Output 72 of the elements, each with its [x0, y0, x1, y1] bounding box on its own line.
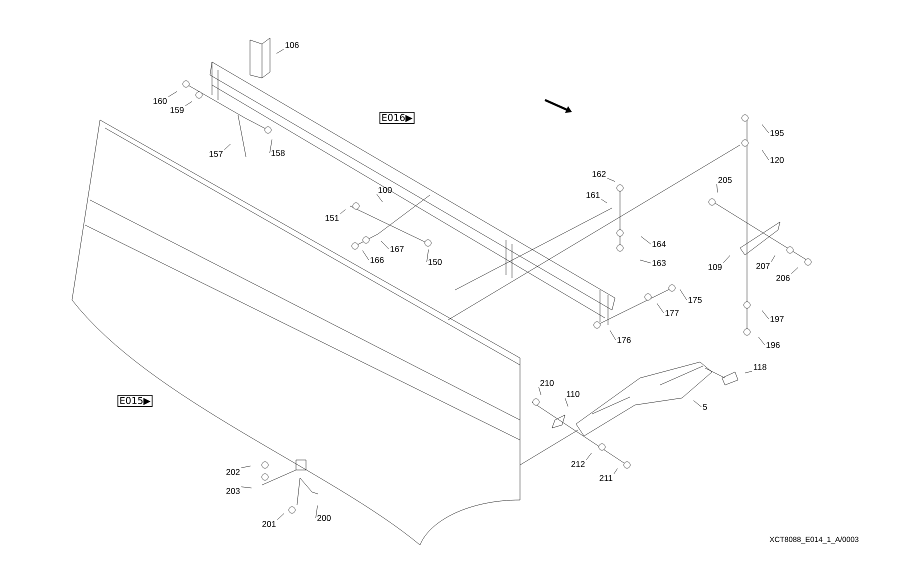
leader-line — [601, 199, 608, 204]
leader-line — [224, 144, 231, 150]
leader-line — [762, 124, 769, 134]
callout-number: 196 — [766, 342, 780, 348]
leader-line — [241, 466, 251, 468]
callout-number: 197 — [770, 316, 784, 322]
leader-line — [380, 240, 389, 250]
leader-line — [716, 184, 718, 193]
callout-number: 158 — [272, 150, 285, 156]
leader-line — [276, 48, 284, 54]
leader-line — [586, 452, 592, 460]
callout-number: 203 — [226, 488, 240, 494]
callout-number: 211 — [600, 475, 612, 481]
callout-number: 150 — [428, 259, 442, 265]
leader-line — [277, 513, 284, 520]
callout-number: 207 — [756, 263, 770, 269]
leader-line — [744, 371, 752, 374]
leader-line — [762, 310, 769, 320]
callout-number: 163 — [652, 260, 666, 266]
callout-number: 176 — [618, 337, 631, 343]
leader-line — [564, 398, 568, 407]
leader-line — [316, 505, 318, 518]
leader-line — [610, 330, 616, 340]
leader-line — [762, 150, 769, 160]
callout-number: 157 — [210, 151, 223, 157]
callout-number: 106 — [286, 42, 299, 48]
leader-line — [538, 387, 542, 396]
callout-number: 162 — [592, 171, 606, 177]
leader-line — [376, 194, 383, 202]
callout-number: 210 — [540, 380, 554, 386]
leader-line — [340, 209, 346, 214]
leader-line — [758, 336, 765, 346]
leader-line — [723, 255, 730, 263]
callout-number: 175 — [688, 297, 702, 303]
callout-number: 200 — [317, 515, 331, 521]
leader-line — [185, 101, 192, 106]
leader-line — [241, 486, 252, 488]
leader-line — [614, 468, 618, 474]
callout-number: 212 — [571, 461, 585, 467]
leader-line — [362, 250, 369, 260]
callout-number: 205 — [718, 177, 732, 183]
leader-line — [791, 267, 798, 274]
callout-number: 164 — [652, 241, 666, 247]
leader-line — [656, 303, 664, 314]
callout-number: 201 — [262, 521, 276, 527]
leader-line — [270, 139, 272, 154]
callout-number: 151 — [326, 215, 339, 221]
callout-number: 120 — [770, 157, 784, 163]
callout-number: 202 — [226, 469, 240, 475]
callout-number: 161 — [586, 192, 600, 198]
callout-number: 195 — [770, 130, 784, 136]
leader-line — [640, 236, 651, 244]
leader-line — [426, 249, 429, 262]
callout-number: 206 — [776, 275, 790, 281]
callout-number: 177 — [666, 310, 679, 316]
callout-number: 109 — [708, 264, 722, 270]
leader-line — [693, 400, 702, 408]
callout-number: 110 — [566, 391, 580, 397]
callout-number: 118 — [754, 364, 766, 370]
callout-number: 100 — [378, 187, 392, 193]
leader-line — [771, 255, 776, 262]
callout-number: 159 — [170, 107, 184, 113]
callout-number: 160 — [154, 98, 167, 104]
callout-number: 166 — [370, 257, 384, 263]
leader-line — [640, 260, 651, 264]
callout-number: 167 — [390, 246, 404, 252]
leader-line — [607, 178, 616, 182]
leader-line — [168, 91, 178, 97]
callout-number: 5 — [703, 404, 707, 410]
leader-line — [680, 289, 687, 300]
reference-box: E016▶ — [379, 112, 415, 124]
reference-box: E015▶ — [117, 395, 153, 407]
